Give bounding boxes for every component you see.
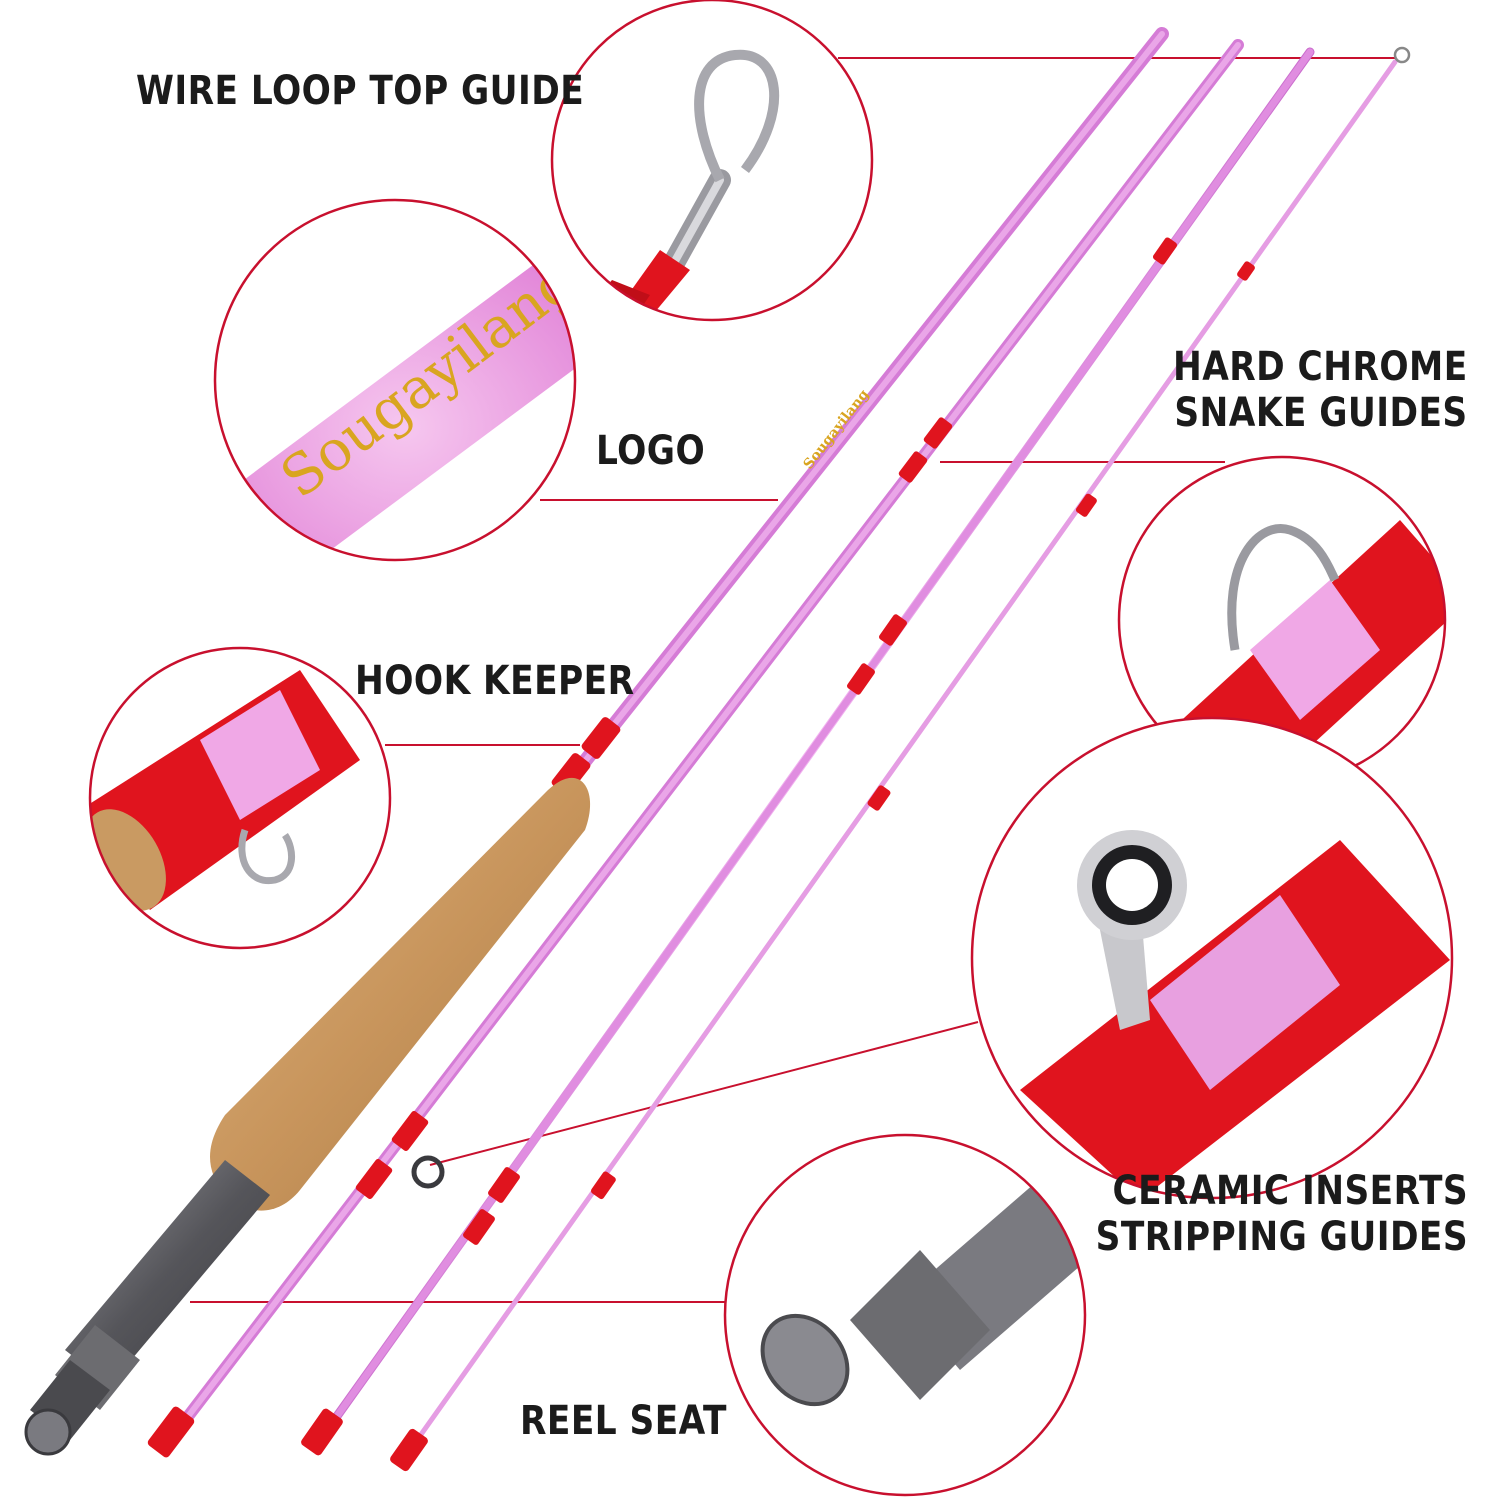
rod-tip-section: [390, 46, 1411, 1472]
label-hook-keeper: HOOK KEEPER: [355, 658, 635, 704]
ceramic-guide-connector: [429, 1021, 979, 1166]
tip-top-loop: [1393, 46, 1411, 64]
label-logo: LOGO: [596, 428, 706, 474]
rod-blank-logo: Sougayilang: [801, 387, 873, 473]
reel-seat: [65, 1160, 270, 1385]
cork-grip: [210, 777, 591, 1211]
label-wire-loop-top-guide: WIRE LOOP TOP GUIDE: [136, 68, 585, 114]
ceramic-guide-icon: [970, 716, 1454, 1200]
label-reel-seat: REEL SEAT: [520, 1398, 727, 1444]
label-ceramic-inserts-stripping-guides: CERAMIC INSERTS STRIPPING GUIDES: [1095, 1168, 1468, 1260]
rod-section-three: [301, 47, 1315, 1456]
rod-logo-icon: Sougayilang: [213, 198, 577, 562]
label-hard-chrome-snake-guides: HARD CHROME SNAKE GUIDES: [1173, 344, 1468, 436]
svg-text:Sougayilang: Sougayilang: [801, 387, 873, 473]
stripping-guide-ring: [411, 1155, 445, 1189]
rod-butt-section: Sougayilang: [24, 27, 1169, 1456]
reel-seat-icon: [723, 1133, 1087, 1497]
rod-section-two: [147, 39, 1244, 1458]
hook-keeper-icon: [88, 646, 392, 950]
wire-loop-guide-icon: [550, 0, 874, 322]
